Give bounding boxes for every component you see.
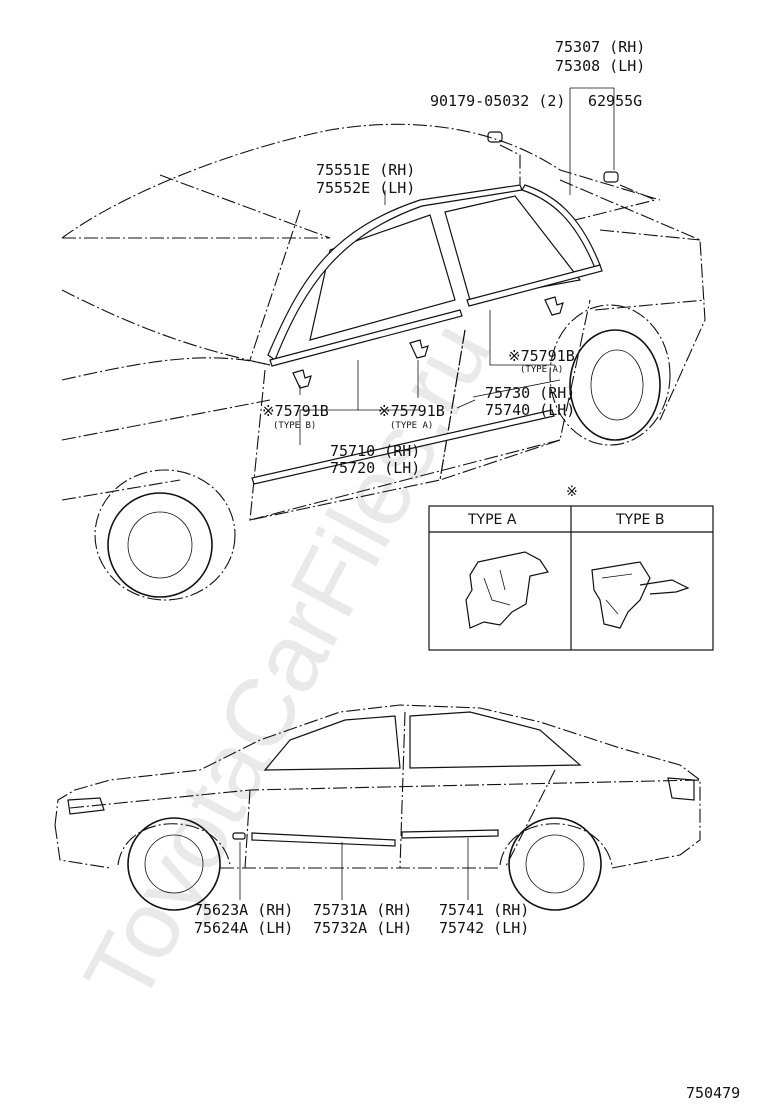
roof-outline [61, 123, 661, 239]
leader-90179 [499, 144, 521, 185]
front-rim [127, 511, 193, 579]
label-75730: 75730 (RH) [485, 384, 575, 402]
trunk-line [599, 229, 701, 241]
lower-car-illustration [54, 704, 701, 911]
lower-leader-lines [239, 838, 469, 900]
label-clip-front-a: ※75791B [378, 402, 445, 420]
roof-edge-line [159, 174, 331, 239]
rear-window [444, 195, 582, 301]
lower-front-window [263, 715, 401, 771]
lower-body-outline [54, 704, 701, 856]
front-door-side-molding [251, 832, 396, 847]
type-a-clip-detail [483, 569, 511, 606]
lower-rear-arch [499, 823, 613, 866]
label-75720: 75720 (LH) [330, 459, 420, 477]
rear-door-side-molding [401, 829, 499, 839]
label-75624a: 75624A (LH) [194, 919, 293, 937]
rear-wheel-arch [549, 304, 671, 446]
rear-rim [590, 349, 644, 421]
upper-leader-lines [299, 87, 657, 445]
label-clip-front-a-type: (TYPE A) [390, 421, 433, 431]
label-clip-front-b: ※75791B [262, 402, 329, 420]
rear-tire [569, 329, 661, 441]
type-a-clip-icon [465, 551, 549, 629]
leader-clip-rear [489, 310, 555, 366]
type-b-clip-detail [601, 573, 633, 615]
lower-front-rim [144, 834, 204, 894]
lower-front-arch [117, 823, 231, 866]
label-75308: 75308 (LH) [555, 57, 645, 75]
label-75307: 75307 (RH) [555, 38, 645, 56]
front-window [309, 214, 456, 341]
label-75623a: 75623A (RH) [194, 901, 293, 919]
label-75741: 75741 (RH) [439, 901, 529, 919]
clip-rear-a-icon [544, 296, 564, 316]
label-62955g: 62955G [588, 92, 642, 110]
dash-62955g [574, 184, 657, 221]
label-clip-rear: ※75791B [508, 347, 575, 365]
leader-62955g [570, 87, 615, 170]
clip-62955g-icon [603, 171, 619, 183]
label-75710: 75710 (RH) [330, 442, 420, 460]
rear-bumper-line [611, 854, 681, 869]
label-75551e: 75551E (RH) [316, 161, 415, 179]
type-b-header: TYPE B [615, 512, 664, 528]
label-90179: 90179-05032 (2) [430, 92, 565, 110]
label-clip-rear-type: (TYPE A) [520, 365, 563, 375]
b-pillar [399, 711, 406, 869]
label-75732a: 75732A (LH) [313, 919, 412, 937]
label-75552e: 75552E (LH) [316, 179, 415, 197]
windshield-base [61, 357, 271, 381]
front-tire [107, 492, 213, 598]
label-75740: 75740 (LH) [485, 401, 575, 419]
clip-type-table: ※ TYPE A TYPE B [428, 484, 714, 651]
front-bumper-line [54, 824, 111, 869]
label-75731a: 75731A (RH) [313, 901, 412, 919]
leader-75710 [299, 360, 359, 445]
hood-line [61, 289, 271, 366]
type-table-mark: ※ [566, 484, 578, 500]
screw-90179-icon [487, 131, 503, 143]
a-pillar [249, 209, 301, 361]
lower-labels: 75623A (RH) 75624A (LH) 75731A (RH) 7573… [194, 901, 529, 937]
lower-rear-rim [525, 834, 585, 894]
type-b-clip-hook [639, 579, 690, 595]
headlamp [67, 797, 105, 815]
rear-belt-molding [466, 264, 603, 307]
type-b-clip-icon [591, 561, 651, 629]
label-75742: 75742 (LH) [439, 919, 529, 937]
taillamp [667, 777, 695, 801]
fender-molding [232, 832, 246, 840]
upper-labels: 75307 (RH) 75308 (LH) 90179-05032 (2) 62… [262, 38, 645, 477]
type-a-header: TYPE A [467, 512, 517, 528]
front-wheel-arch [94, 469, 236, 601]
body-beltline [61, 399, 271, 441]
lower-front-tire [127, 817, 221, 911]
figure-number: 750479 [686, 1084, 740, 1102]
front-lower-body [61, 479, 181, 501]
upper-car-illustration [61, 123, 706, 601]
rocker-line [249, 439, 561, 521]
front-door-edge [244, 789, 251, 869]
clip-front-b-icon [292, 369, 312, 389]
rear-quarter-line [594, 299, 706, 311]
trunk-rear-outline [559, 179, 706, 421]
leader-75730 [472, 379, 561, 398]
clip-front-a-icon [409, 339, 429, 359]
front-belt-molding [269, 309, 463, 367]
lower-rear-tire [508, 817, 602, 911]
rear-door-outline [439, 299, 591, 481]
lower-rear-window [409, 711, 582, 769]
rear-door-edge [504, 769, 556, 869]
lower-body-molding [251, 409, 555, 485]
leader-75740 [456, 399, 476, 409]
label-clip-front-b-type: (TYPE B) [273, 421, 316, 431]
